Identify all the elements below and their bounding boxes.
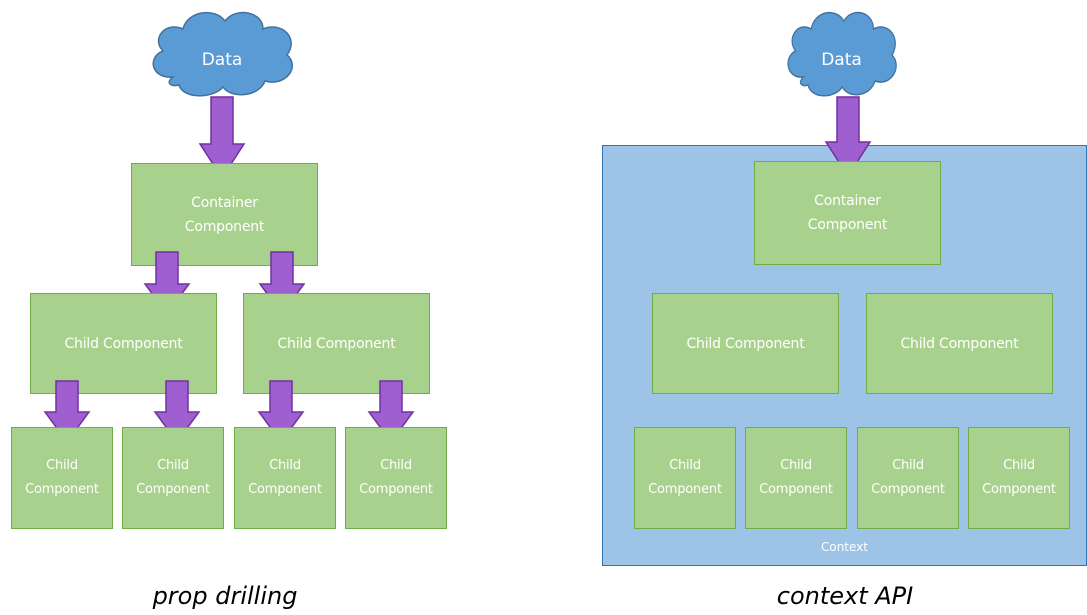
child-component-right-1: Child Component bbox=[652, 293, 839, 394]
leaf-label-line1: Child bbox=[780, 458, 812, 473]
leaf-label-line2: Component bbox=[759, 482, 833, 497]
caption-context-api: context API bbox=[776, 582, 914, 610]
child-component-label: Child Component bbox=[64, 335, 183, 352]
leaf-label-line2: Component bbox=[136, 482, 210, 497]
leaf-child-component-left-2: Child Component bbox=[122, 427, 224, 529]
cloud-icon bbox=[152, 11, 293, 97]
arrow-down-icon bbox=[198, 96, 246, 180]
leaf-label-line1: Child bbox=[892, 458, 924, 473]
leaf-label-line1: Child bbox=[269, 458, 301, 473]
leaf-label-line1: Child bbox=[46, 458, 78, 473]
context-label: Context bbox=[820, 540, 868, 554]
leaf-label-line1: Child bbox=[380, 458, 412, 473]
leaf-label-line1: Child bbox=[157, 458, 189, 473]
child-component-label: Child Component bbox=[900, 335, 1019, 352]
child-component-left-2: Child Component bbox=[243, 293, 430, 394]
leaf-child-component-left-1: Child Component bbox=[11, 427, 113, 529]
caption-prop-drilling: prop drilling bbox=[152, 582, 298, 610]
leaf-label-line2: Component bbox=[25, 482, 99, 497]
leaf-label-line2: Component bbox=[648, 482, 722, 497]
data-label: Data bbox=[201, 50, 243, 70]
leaf-label-line1: Child bbox=[669, 458, 701, 473]
leaf-child-component-right-3: Child Component bbox=[857, 427, 959, 529]
data-label: Data bbox=[821, 50, 862, 70]
child-component-right-2: Child Component bbox=[866, 293, 1053, 394]
leaf-child-component-left-3: Child Component bbox=[234, 427, 336, 529]
container-label-line1: Container bbox=[191, 194, 258, 211]
leaf-label-line2: Component bbox=[359, 482, 433, 497]
child-component-label: Child Component bbox=[686, 335, 805, 352]
container-label-line2: Component bbox=[807, 217, 888, 233]
container-component-right: Container Component bbox=[754, 161, 941, 265]
leaf-child-component-right-4: Child Component bbox=[968, 427, 1070, 529]
data-cloud-left: Data bbox=[143, 5, 301, 101]
leaf-label-line2: Component bbox=[982, 482, 1056, 497]
container-label-line1: Container bbox=[814, 193, 881, 209]
child-component-left-1: Child Component bbox=[30, 293, 217, 394]
leaf-label-line2: Component bbox=[871, 482, 945, 497]
container-label-line2: Component bbox=[184, 218, 265, 235]
leaf-child-component-right-2: Child Component bbox=[745, 427, 847, 529]
arrow-down-icon bbox=[824, 96, 872, 178]
leaf-child-component-left-4: Child Component bbox=[345, 427, 447, 529]
cloud-icon bbox=[787, 11, 897, 97]
leaf-label-line2: Component bbox=[248, 482, 322, 497]
container-component-left: Container Component bbox=[131, 163, 318, 266]
leaf-label-line1: Child bbox=[1003, 458, 1035, 473]
child-component-label: Child Component bbox=[277, 335, 396, 352]
leaf-child-component-right-1: Child Component bbox=[634, 427, 736, 529]
data-cloud-right: Data bbox=[780, 5, 903, 101]
